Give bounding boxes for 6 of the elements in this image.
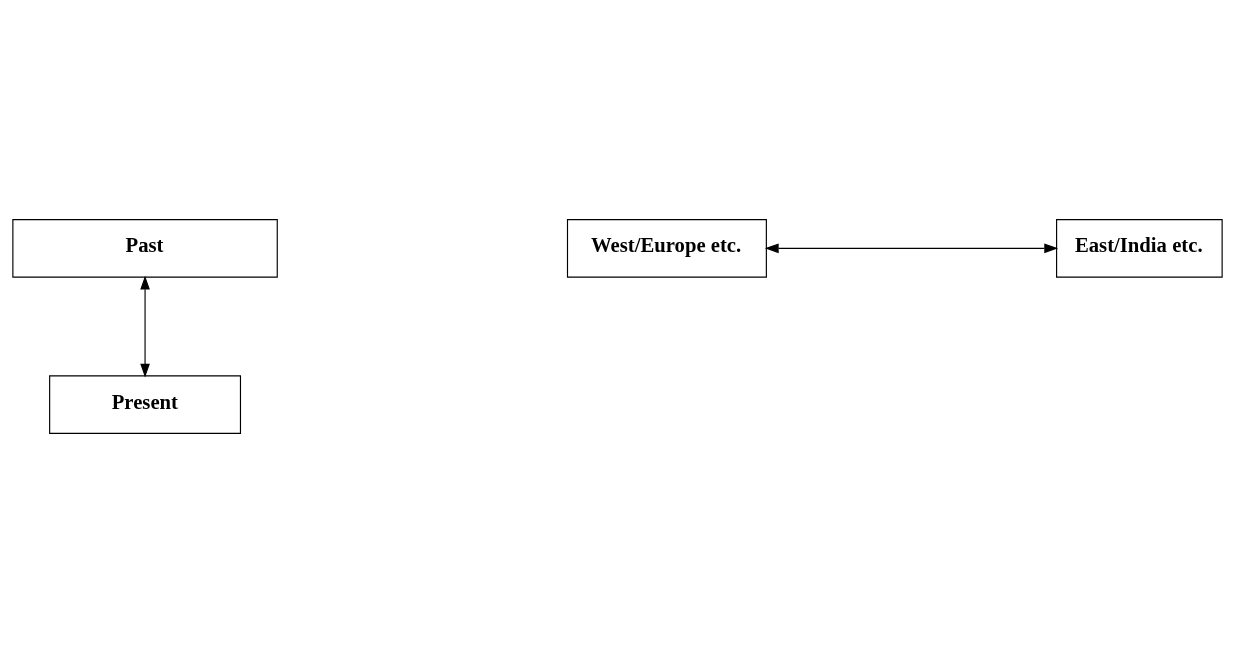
node-box: Present xyxy=(49,375,242,434)
node-box: East/India etc. xyxy=(1056,219,1223,278)
node-box: Past xyxy=(12,219,278,278)
arrow xyxy=(764,243,1059,254)
arrow xyxy=(140,275,150,378)
node-box: West/Europe etc. xyxy=(566,219,767,278)
